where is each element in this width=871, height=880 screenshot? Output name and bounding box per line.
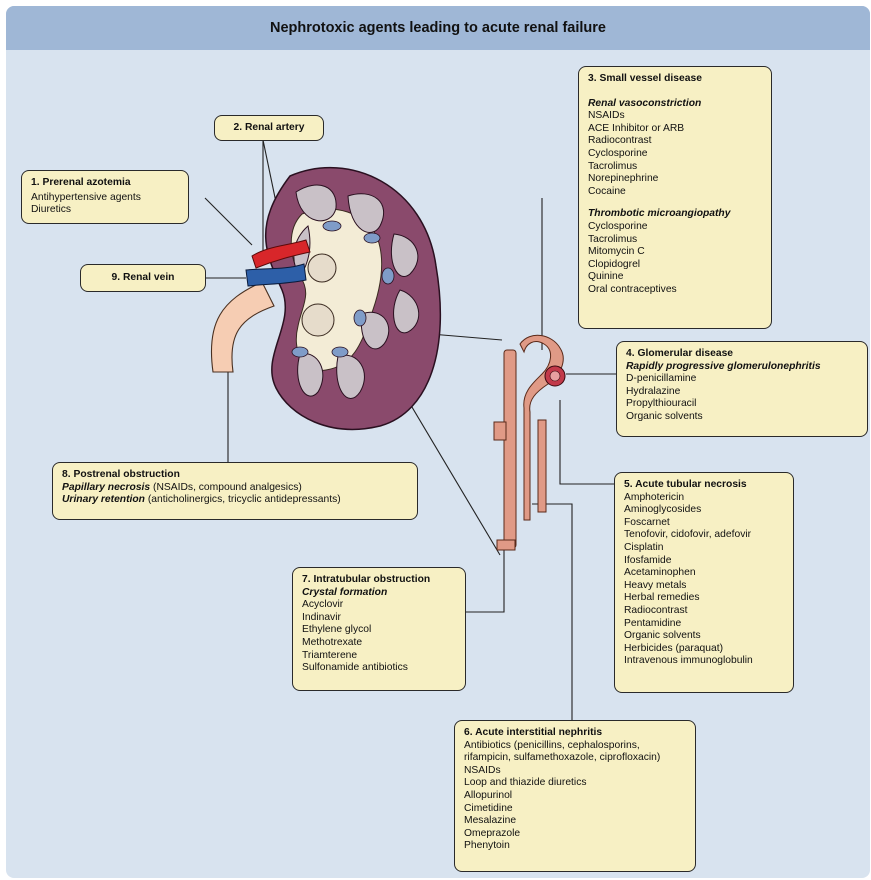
- fat-3: [382, 268, 394, 284]
- ain-item: Mesalazine: [464, 815, 686, 828]
- calyx-1: [308, 254, 336, 282]
- glomerular-item: D-penicillamine: [626, 373, 858, 386]
- box-small-vessel-disease: 3. Small vessel disease Renal vasoconstr…: [578, 66, 772, 329]
- box-glomerular-disease: 4. Glomerular disease Rapidly progressiv…: [616, 341, 868, 437]
- small-vessel-item: Mitomycin C: [588, 246, 762, 259]
- small-vessel-subtitle: Thrombotic microangiopathy: [588, 208, 762, 221]
- ain-item: Phenytoin: [464, 840, 686, 853]
- intratubular-item: Triamterene: [302, 650, 456, 663]
- atn-item: Pentamidine: [624, 618, 784, 631]
- atn-item: Ifosfamide: [624, 555, 784, 568]
- collecting-duct: [504, 350, 516, 548]
- ain-item: Omeprazole: [464, 828, 686, 841]
- atn-item: Cisplatin: [624, 542, 784, 555]
- glomerular-item: Organic solvents: [626, 411, 858, 424]
- small-vessel-item: Cocaine: [588, 186, 762, 199]
- papillary-necrosis-causes: (NSAIDs, compound analgesics): [150, 482, 302, 493]
- atn-item: Amphotericin: [624, 492, 784, 505]
- box-postrenal-obstruction: 8. Postrenal obstruction Papillary necro…: [52, 462, 418, 520]
- box-acute-interstitial-nephritis: 6. Acute interstitial nephritis Antibiot…: [454, 720, 696, 872]
- ain-item: Loop and thiazide diuretics: [464, 777, 686, 790]
- duct-bulge-1: [494, 422, 506, 440]
- small-vessel-item: NSAIDs: [588, 110, 762, 123]
- small-vessel-item: Tacrolimus: [588, 234, 762, 247]
- intratubular-item: Acyclovir: [302, 599, 456, 612]
- box-acute-tubular-necrosis: 5. Acute tubular necrosis Amphotericin A…: [614, 472, 794, 693]
- glomerular-item: Hydralazine: [626, 386, 858, 399]
- connector-atn: [560, 400, 614, 484]
- postrenal-line-1: Papillary necrosis (NSAIDs, compound ana…: [62, 482, 408, 495]
- ain-item: Allopurinol: [464, 790, 686, 803]
- atn-item: Radiocontrast: [624, 605, 784, 618]
- box-intratubular-obstruction: 7. Intratubular obstruction Crystal form…: [292, 567, 466, 691]
- renal-artery-title: 2. Renal artery: [224, 122, 314, 135]
- renal-vein-title: 9. Renal vein: [90, 272, 196, 285]
- box-prerenal-azotemia: 1. Prerenal azotemia Antihypertensive ag…: [21, 170, 189, 224]
- fat-5: [332, 347, 348, 357]
- spacer: [588, 88, 762, 98]
- fat-1: [323, 221, 341, 231]
- atn-item: Intravenous immunoglobulin: [624, 655, 784, 668]
- small-vessel-item: Cyclosporine: [588, 221, 762, 234]
- small-vessel-item: Clopidogrel: [588, 259, 762, 272]
- box-renal-artery: 2. Renal artery: [214, 115, 324, 141]
- ureter: [211, 282, 274, 372]
- glomerular-item: Propylthiouracil: [626, 398, 858, 411]
- calyx-2: [302, 304, 334, 336]
- ain-title: 6. Acute interstitial nephritis: [464, 727, 686, 740]
- intratubular-subtitle: Crystal formation: [302, 587, 456, 600]
- small-vessel-subtitle: Renal vasoconstriction: [588, 98, 762, 111]
- box-renal-vein: 9. Renal vein: [80, 264, 206, 292]
- postrenal-line-2: Urinary retention (anticholinergics, tri…: [62, 494, 408, 507]
- prerenal-item: Diuretics: [31, 204, 179, 217]
- urinary-retention-causes: (anticholinergics, tricyclic antidepress…: [145, 494, 341, 505]
- papillary-necrosis-label: Papillary necrosis: [62, 482, 150, 493]
- postrenal-title: 8. Postrenal obstruction: [62, 469, 408, 482]
- loop-of-henle: [538, 420, 546, 512]
- connector-ain: [532, 504, 572, 720]
- connector-prerenal: [205, 198, 252, 245]
- atn-item: Herbal remedies: [624, 592, 784, 605]
- ain-item: Antibiotics (penicillins, cephalosporins…: [464, 740, 686, 753]
- atn-item: Foscarnet: [624, 517, 784, 530]
- connector-intratubular: [466, 548, 504, 612]
- small-vessel-item: Oral contraceptives: [588, 284, 762, 297]
- small-vessel-title: 3. Small vessel disease: [588, 73, 762, 86]
- glomerular-title: 4. Glomerular disease: [626, 348, 858, 361]
- atn-item: Organic solvents: [624, 630, 784, 643]
- small-vessel-item: Norepinephrine: [588, 173, 762, 186]
- small-vessel-item: Cyclosporine: [588, 148, 762, 161]
- atn-title: 5. Acute tubular necrosis: [624, 479, 784, 492]
- glomerular-subtitle: Rapidly progressive glomerulonephritis: [626, 361, 858, 374]
- atn-item: Tenofovir, cidofovir, adefovir: [624, 529, 784, 542]
- glomerulus-core: [550, 371, 560, 381]
- duct-bulge-2: [497, 540, 515, 550]
- small-vessel-item: Tacrolimus: [588, 161, 762, 174]
- small-vessel-item: Radiocontrast: [588, 135, 762, 148]
- intratubular-title: 7. Intratubular obstruction: [302, 574, 456, 587]
- urinary-retention-label: Urinary retention: [62, 494, 145, 505]
- fat-4: [354, 310, 366, 326]
- small-vessel-item: Quinine: [588, 271, 762, 284]
- fat-6: [292, 347, 308, 357]
- atn-item: Heavy metals: [624, 580, 784, 593]
- prerenal-item: Antihypertensive agents: [31, 192, 179, 205]
- intratubular-item: Methotrexate: [302, 637, 456, 650]
- prerenal-title: 1. Prerenal azotemia: [31, 177, 179, 190]
- ain-item: Cimetidine: [464, 803, 686, 816]
- atn-item: Aminoglycosides: [624, 504, 784, 517]
- fat-2: [364, 233, 380, 243]
- ain-item: rifampicin, sulfamethoxazole, ciprofloxa…: [464, 752, 686, 765]
- intratubular-item: Sulfonamide antibiotics: [302, 662, 456, 675]
- intratubular-item: Indinavir: [302, 612, 456, 625]
- atn-item: Herbicides (paraquat): [624, 643, 784, 656]
- small-vessel-item: ACE Inhibitor or ARB: [588, 123, 762, 136]
- intratubular-item: Ethylene glycol: [302, 624, 456, 637]
- spacer: [588, 198, 762, 208]
- atn-item: Acetaminophen: [624, 567, 784, 580]
- ain-item: NSAIDs: [464, 765, 686, 778]
